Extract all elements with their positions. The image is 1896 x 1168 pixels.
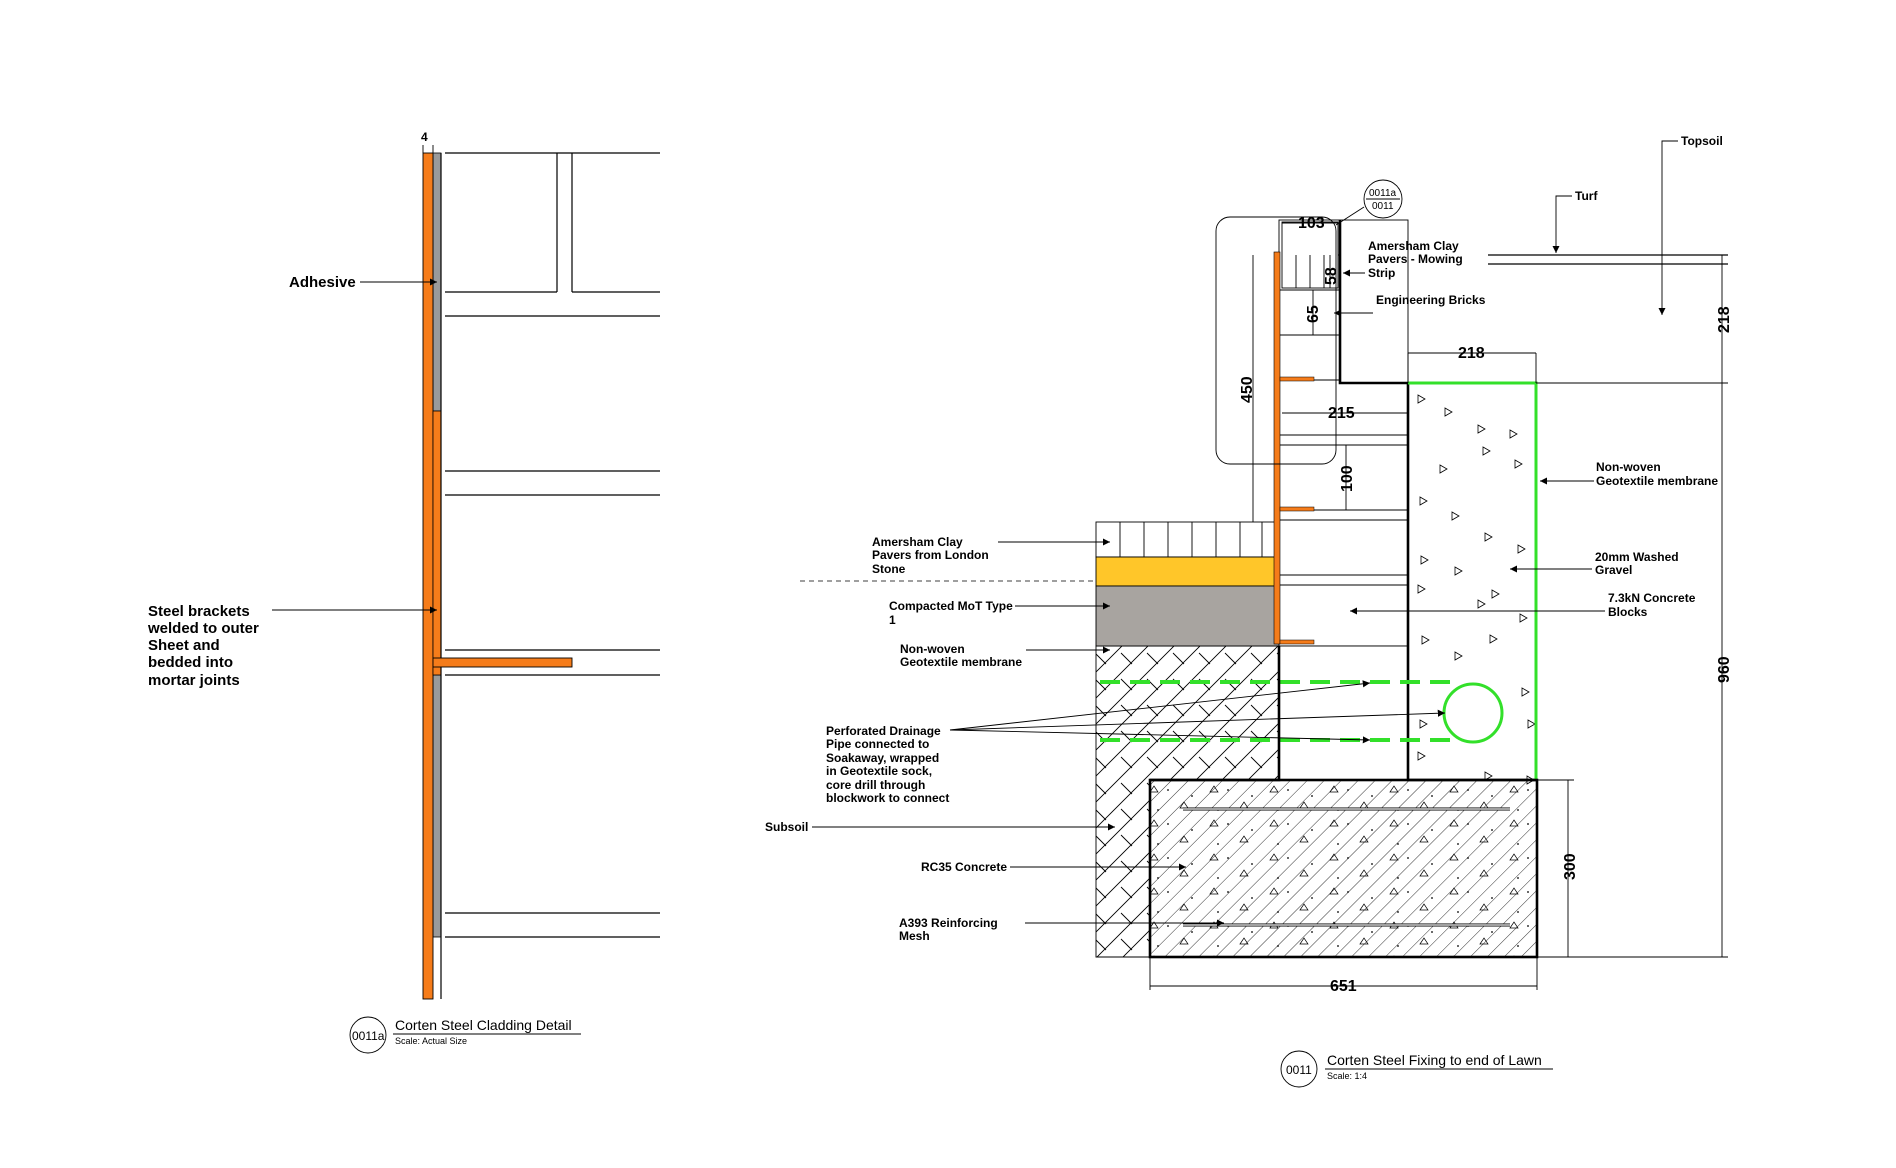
svg-text:20mm Washed: 20mm Washed <box>1595 550 1679 564</box>
pavers-london-stone <box>1095 521 1280 558</box>
dim-100: 100 <box>1339 465 1356 492</box>
svg-text:welded to outer: welded to outer <box>147 620 259 637</box>
reinforcing-mesh <box>1183 807 1510 927</box>
svg-text:Amersham Clay: Amersham Clay <box>872 535 963 549</box>
dim-651: 651 <box>1330 978 1357 995</box>
label-mesh: A393 Reinforcing Mesh <box>899 916 998 943</box>
dim-218-right: 218 <box>1716 306 1733 333</box>
label-steel-brackets: Steel brackets welded to outer Sheet and… <box>147 603 259 689</box>
label-subsoil: Subsoil <box>765 820 808 834</box>
svg-text:Steel brackets: Steel brackets <box>148 603 250 620</box>
dim-65: 65 <box>1305 305 1322 323</box>
svg-text:Geotextile membrane: Geotextile membrane <box>1596 474 1718 488</box>
label-membrane-right: Non-woven Geotextile membrane <box>1596 460 1718 488</box>
detail-a-brickwork <box>445 152 660 938</box>
svg-text:core drill through: core drill through <box>826 778 925 792</box>
detail-b-title: Corten Steel Fixing to end of Lawn <box>1327 1052 1542 1068</box>
svg-text:Mesh: Mesh <box>899 929 930 943</box>
label-rc35: RC35 Concrete <box>921 860 1007 874</box>
dim-215: 215 <box>1328 405 1355 422</box>
detail-a-title: Corten Steel Cladding Detail <box>395 1017 572 1033</box>
dim-218-top: 218 <box>1458 345 1485 362</box>
svg-text:Blocks: Blocks <box>1608 605 1648 619</box>
mowing-strip-pavers <box>1281 221 1339 289</box>
dim-103: 103 <box>1298 215 1325 232</box>
svg-text:Sheet and: Sheet and <box>148 637 220 654</box>
svg-text:Geotextile membrane: Geotextile membrane <box>900 655 1022 669</box>
svg-text:1: 1 <box>889 613 896 627</box>
callout-outline <box>1215 216 1337 465</box>
detail-a-scale: Scale: Actual Size <box>395 1036 467 1046</box>
label-drainage-pipe: Perforated Drainage Pipe connected to So… <box>826 724 949 805</box>
blockwork-wall <box>1278 219 1409 647</box>
label-concrete-blocks: 7.3kN Concrete Blocks <box>1608 591 1696 619</box>
svg-text:Non-woven: Non-woven <box>1596 460 1661 474</box>
label-adhesive: Adhesive <box>289 274 356 291</box>
adhesive-strip-lower <box>432 674 442 938</box>
dim-960: 960 <box>1716 656 1733 683</box>
detail-a-dim-thickness: 4 <box>421 130 428 144</box>
svg-text:A393 Reinforcing: A393 Reinforcing <box>899 916 998 930</box>
callout-ref-bubble: 0011a 0011 <box>1335 179 1403 226</box>
svg-text:Perforated Drainage: Perforated Drainage <box>826 724 941 738</box>
svg-text:Soakaway, wrapped: Soakaway, wrapped <box>826 751 939 765</box>
detail-b-scale: Scale: 1:4 <box>1327 1071 1367 1081</box>
detail-a-ref-tag: 0011a <box>352 1029 385 1043</box>
wall-brackets <box>1279 376 1315 645</box>
gravel-drainage-zone <box>1406 381 1538 785</box>
svg-text:Pavers - Mowing: Pavers - Mowing <box>1368 252 1463 266</box>
svg-text:Amersham Clay: Amersham Clay <box>1368 239 1459 253</box>
detail-b-fixing: 103 58 65 450 215 100 218 218 <box>765 134 1733 1088</box>
svg-text:Stone: Stone <box>872 562 906 576</box>
label-turf: Turf <box>1575 189 1598 203</box>
label-mowing-strip: Amersham Clay Pavers - Mowing Strip <box>1368 239 1463 280</box>
detail-b-labels: Topsoil Turf Amersham Clay Pavers - Mowi… <box>765 134 1723 943</box>
svg-text:Strip: Strip <box>1368 266 1395 280</box>
lawn-level <box>1488 254 1728 384</box>
label-topsoil: Topsoil <box>1681 134 1723 148</box>
svg-text:Gravel: Gravel <box>1595 563 1632 577</box>
svg-text:bedded into: bedded into <box>148 654 233 671</box>
dimensions: 103 58 65 450 215 100 218 218 <box>1149 215 1733 995</box>
sand-bedding-layer <box>1095 556 1280 587</box>
detail-a-cladding: 4 Adhesive Steel brackets welded to oute… <box>147 130 660 1054</box>
label-engineering-bricks: Engineering Bricks <box>1376 293 1486 307</box>
svg-text:0011a: 0011a <box>1369 188 1397 199</box>
svg-text:in Geotextile sock,: in Geotextile sock, <box>826 764 932 778</box>
svg-text:blockwork to connect: blockwork to connect <box>826 791 949 805</box>
svg-text:mortar joints: mortar joints <box>148 672 240 689</box>
corten-sheet <box>422 152 434 1000</box>
corten-sheet-inner <box>432 410 442 676</box>
compacted-mot-layer <box>1095 585 1280 647</box>
label-compacted-mot: Compacted MoT Type 1 <box>889 599 1013 627</box>
dim-450: 450 <box>1239 376 1256 403</box>
detail-b-title-block: 0011 Corten Steel Fixing to end of Lawn … <box>1280 1050 1553 1088</box>
svg-text:Pipe connected to: Pipe connected to <box>826 737 929 751</box>
svg-text:Non-woven: Non-woven <box>900 642 965 656</box>
label-gravel: 20mm Washed Gravel <box>1595 550 1679 577</box>
svg-text:0011: 0011 <box>1372 201 1394 212</box>
label-pavers-london: Amersham Clay Pavers from London Stone <box>872 535 989 576</box>
lower-blockwork <box>1278 645 1409 781</box>
detail-a-title-block: 0011a Corten Steel Cladding Detail Scale… <box>349 1016 581 1054</box>
corten-wall-face <box>1273 251 1281 645</box>
label-membrane-left: Non-woven Geotextile membrane <box>900 642 1022 669</box>
detail-b-ref-tag: 0011 <box>1286 1063 1312 1077</box>
dim-58: 58 <box>1323 267 1340 285</box>
steel-bracket <box>432 657 573 668</box>
svg-text:7.3kN Concrete: 7.3kN Concrete <box>1608 591 1696 605</box>
svg-text:Pavers from London: Pavers from London <box>872 548 989 562</box>
dim-300: 300 <box>1562 853 1579 880</box>
svg-text:Compacted MoT Type: Compacted MoT Type <box>889 599 1013 613</box>
